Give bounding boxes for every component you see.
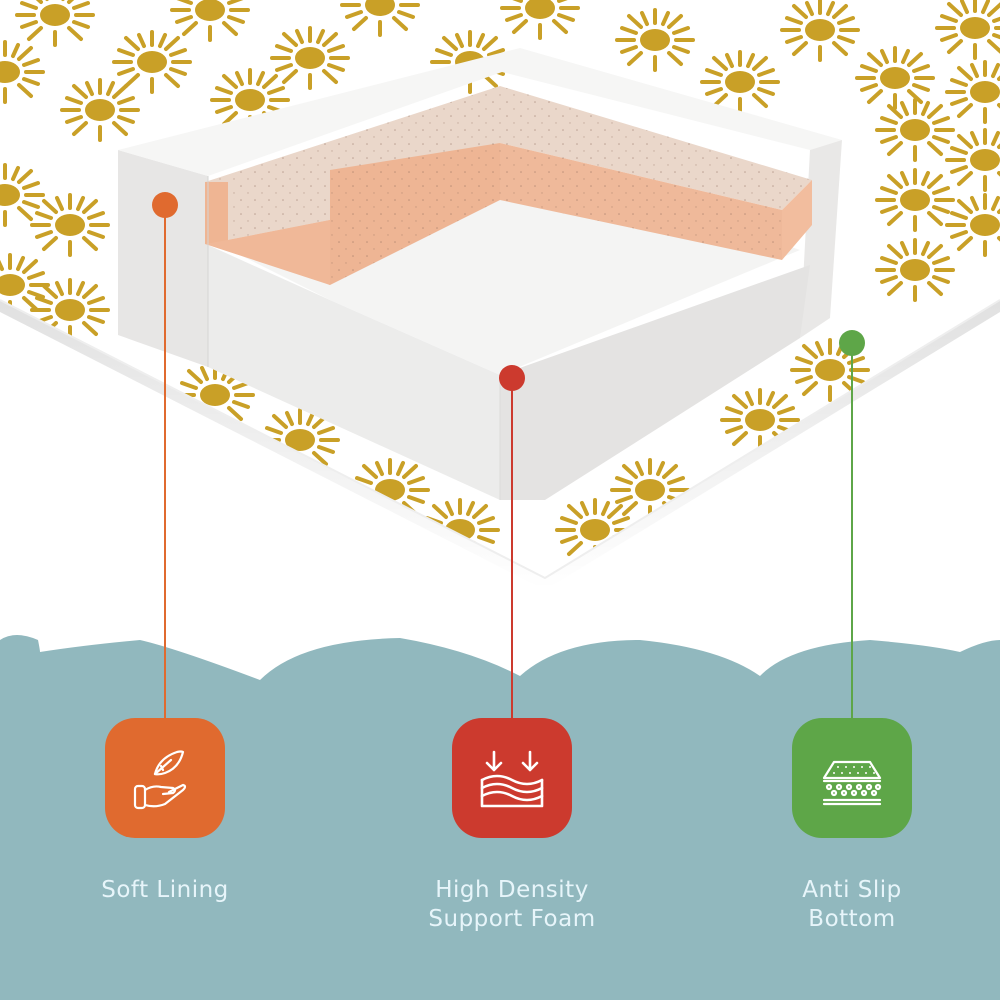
feature-support-foam: High Density Support Foam [392,718,632,934]
soft-lining-label: Soft Lining [101,877,229,903]
feature-anti-slip: Anti Slip Bottom [732,718,972,934]
anti-slip-tile [792,718,912,838]
mattress-grip-icon [822,760,882,806]
foam-cutaway [118,48,842,500]
callout-anti-slip [839,330,865,718]
soft-lining-tile [105,718,225,838]
hand-feather-icon [133,750,187,810]
support-foam-label: High Density Support Foam [428,877,596,932]
callout-soft-lining [152,192,178,718]
support-foam-tile [452,718,572,838]
feature-soft-lining: Soft Lining [45,718,285,905]
compression-waves-icon [480,750,544,808]
callout-support-foam [499,365,525,718]
anti-slip-label: Anti Slip Bottom [802,877,902,932]
